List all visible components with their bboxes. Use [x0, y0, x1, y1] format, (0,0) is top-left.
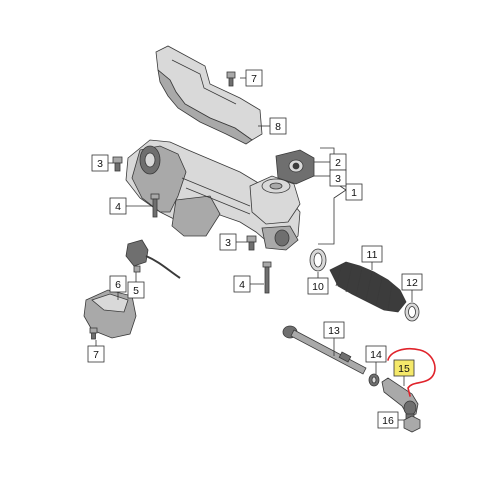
- callout-5: 5: [127, 281, 145, 299]
- bolt-part-7-top: [226, 71, 236, 87]
- outer-tie-rod-end-part: [381, 377, 419, 421]
- bellows-boot-part: [329, 261, 407, 313]
- rack-mount-part: [275, 149, 315, 185]
- callout-7-lower-label: 7: [93, 349, 99, 361]
- callout-11-label: 11: [367, 249, 378, 261]
- callout-16: 16: [377, 411, 399, 429]
- callout-10-label: 10: [312, 281, 324, 293]
- callout-13: 13: [323, 321, 345, 339]
- callout-4-lower: 4: [233, 275, 251, 293]
- long-bolt-part-4-upper: [150, 193, 160, 218]
- callout-1-label: 1: [351, 187, 357, 199]
- callout-3-right: 3: [329, 169, 347, 187]
- callout-3-left: 3: [91, 154, 109, 172]
- bolt-part-7-lower: [89, 327, 98, 340]
- callout-8-label: 8: [275, 121, 281, 133]
- bolt-part-3-middle: [246, 235, 257, 251]
- callout-3-left-label: 3: [97, 158, 103, 170]
- callout-14-label: 14: [370, 349, 382, 361]
- bolt-part-3-left: [112, 156, 123, 172]
- callout-14: 14: [365, 345, 387, 363]
- callout-7-top-label: 7: [251, 73, 257, 85]
- sensor-part: [125, 239, 181, 279]
- red-annotation-mark: [387, 347, 436, 397]
- steering-rack-housing-part: [125, 139, 301, 251]
- callout-4-upper: 4: [109, 197, 127, 215]
- callout-7-top: 7: [245, 69, 263, 87]
- heat-shield-part: [155, 45, 263, 145]
- callout-4-upper-label: 4: [115, 201, 121, 213]
- callout-6-label: 6: [115, 279, 121, 291]
- callout-12: 12: [401, 273, 423, 291]
- callout-16-label: 16: [382, 415, 394, 427]
- callout-1: 1: [345, 183, 363, 201]
- callout-13-label: 13: [328, 325, 340, 337]
- nut-part-14: [368, 373, 380, 387]
- nut-part-16: [403, 415, 421, 433]
- callout-4-lower-label: 4: [239, 279, 245, 291]
- callout-15: 15: [393, 359, 415, 377]
- callout-8: 8: [269, 117, 287, 135]
- callout-11: 11: [361, 245, 383, 263]
- callout-3-right-label: 3: [335, 173, 341, 185]
- clamp-part-10: [309, 248, 327, 272]
- long-bolt-part-4-lower: [262, 261, 272, 294]
- callout-3-middle: 3: [219, 233, 237, 251]
- callout-7-lower: 7: [87, 345, 105, 363]
- callout-2: 2: [329, 153, 347, 171]
- callout-2-label: 2: [335, 157, 341, 169]
- callout-3-middle-label: 3: [225, 237, 231, 249]
- callout-10: 10: [307, 277, 329, 295]
- callout-12-label: 12: [406, 277, 418, 289]
- callout-5-label: 5: [133, 285, 139, 297]
- clamp-part-12: [404, 302, 420, 322]
- callout-15-label: 15: [398, 363, 410, 375]
- inner-tie-rod-part: [282, 325, 367, 375]
- callout-6: 6: [109, 275, 127, 293]
